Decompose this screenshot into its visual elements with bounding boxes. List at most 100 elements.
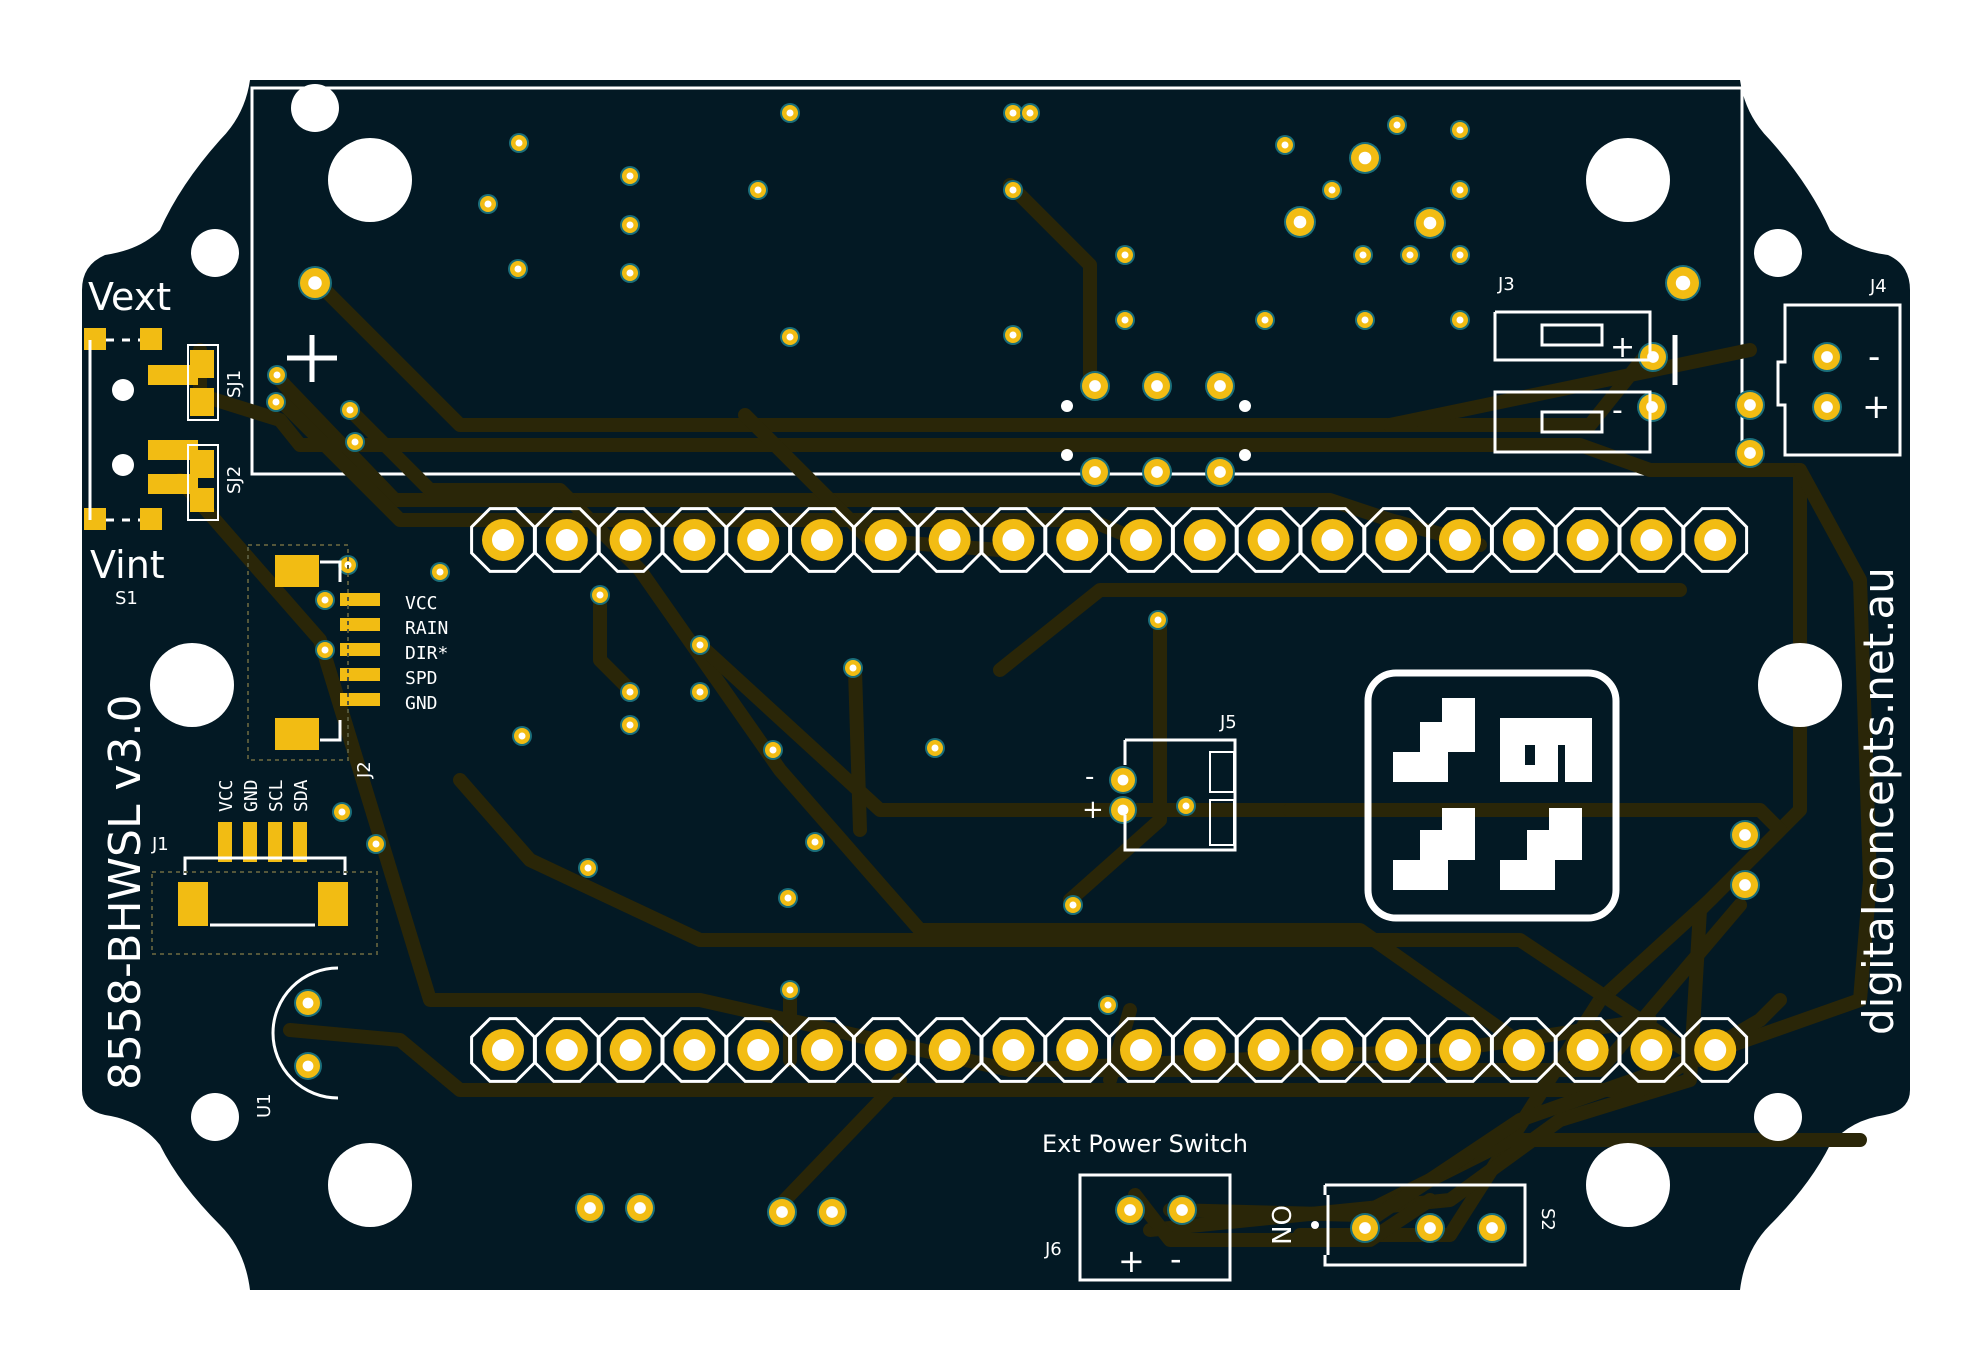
- header-outline: [852, 507, 919, 573]
- via-drill: [484, 200, 492, 208]
- header-outline: [852, 1017, 919, 1083]
- mounting-hole-small: [291, 84, 339, 132]
- via-drill: [584, 864, 592, 872]
- header-outline: [789, 507, 855, 573]
- u1-ref: U1: [254, 1093, 275, 1118]
- header-pin-drill: [683, 1039, 706, 1061]
- via-drill: [1359, 251, 1367, 259]
- via-drill: [346, 406, 354, 414]
- header-pin-drill: [1640, 529, 1663, 551]
- through-hole-pad-drill: [1486, 1222, 1498, 1234]
- j6-minus: -: [1170, 1240, 1182, 1278]
- j5-ref: J5: [1219, 712, 1237, 733]
- via-drill: [1009, 109, 1017, 117]
- via-drill: [1456, 251, 1464, 259]
- via-drill: [1069, 901, 1077, 909]
- header-outline: [1427, 507, 1493, 573]
- header-pin-drill: [1449, 529, 1471, 551]
- via-drill: [272, 398, 280, 406]
- via-drill: [1361, 316, 1369, 324]
- through-hole-pad-drill: [1646, 401, 1658, 413]
- via-drill: [931, 744, 939, 752]
- header-pin-drill: [683, 529, 706, 551]
- through-hole-pad-drill: [634, 1202, 646, 1214]
- via-drill: [626, 688, 634, 696]
- header-outline: [661, 507, 728, 573]
- via-drill: [626, 172, 634, 180]
- j4-minus: -: [1868, 337, 1880, 377]
- through-hole-pad-drill: [1117, 804, 1129, 816]
- j2-pin-vcc: VCC: [405, 593, 438, 614]
- via-drill: [1121, 251, 1129, 259]
- via-drill: [626, 221, 634, 229]
- header-outline: [470, 507, 536, 573]
- j2-ref: J2: [354, 761, 375, 779]
- header-pin-drill: [1385, 529, 1408, 551]
- through-hole-pad-drill: [1424, 1222, 1436, 1234]
- header-outline: [597, 1017, 664, 1083]
- through-hole-pad-drill: [1423, 216, 1437, 230]
- via-drill: [1121, 316, 1129, 324]
- header-pin-drill: [492, 1039, 514, 1061]
- via-drill: [786, 109, 794, 117]
- pin-header-bottom: [470, 1017, 1749, 1083]
- through-hole-pad-drill: [1117, 774, 1129, 786]
- header-pin-drill: [1193, 529, 1216, 551]
- j2-pin-labels: VCC RAIN DIR* SPD GND: [405, 593, 448, 714]
- via-drill: [1026, 109, 1034, 117]
- header-outline: [1171, 1017, 1238, 1083]
- j6-plus: +: [1118, 1242, 1145, 1280]
- through-hole-pad-drill: [1744, 399, 1756, 411]
- mounting-hole: [1586, 1143, 1670, 1227]
- header-outline: [725, 1017, 792, 1083]
- through-hole-pads: [294, 142, 1842, 1243]
- s2-ref: S2: [1537, 1208, 1558, 1231]
- via-drill: [1456, 186, 1464, 194]
- through-hole-pad-drill: [1675, 275, 1691, 291]
- header-outline: [1363, 507, 1430, 573]
- through-hole-pad-drill: [1214, 466, 1226, 478]
- via-drill: [1406, 251, 1414, 259]
- copper-traces: [173, 178, 1877, 1247]
- header-pin-drill: [1257, 1039, 1280, 1061]
- header-outline: [1554, 1017, 1621, 1083]
- header-pin-drill: [1704, 529, 1727, 551]
- mounting-hole: [1758, 643, 1842, 727]
- header-outline: [1171, 507, 1238, 573]
- mounting-hole-small: [191, 1093, 239, 1141]
- via-drill: [514, 265, 522, 273]
- through-hole-pad-drill: [776, 1206, 788, 1218]
- header-outline: [1299, 507, 1366, 573]
- header-pin-drill: [1002, 1039, 1025, 1061]
- mounting-hole: [150, 643, 234, 727]
- via-drill: [1456, 126, 1464, 134]
- via-drill: [596, 591, 604, 599]
- through-hole-pad-drill: [1151, 466, 1163, 478]
- mounting-hole-small: [112, 454, 134, 476]
- header-outline: [470, 1017, 536, 1083]
- j2-pin-rain: RAIN: [405, 618, 448, 639]
- via-drill: [273, 371, 281, 379]
- board-title: 8558-BHWSL v3.0: [100, 694, 151, 1090]
- j1-pin-labels: VCC GND SCL SDA: [216, 779, 312, 812]
- via-drill: [1456, 316, 1464, 324]
- through-hole-pad-drill: [1176, 1204, 1188, 1216]
- via-drill: [436, 568, 444, 576]
- via-drill: [1261, 316, 1269, 324]
- via-drill: [754, 186, 762, 194]
- header-outline: [1490, 507, 1557, 573]
- header-outline: [916, 1017, 983, 1083]
- header-outline: [1618, 1017, 1685, 1083]
- via-drill: [338, 808, 346, 816]
- via-drill: [518, 732, 526, 740]
- header-pin-drill: [1130, 529, 1152, 551]
- power-switch-on: ON: [1265, 1205, 1295, 1245]
- via-drill: [372, 840, 380, 848]
- via-drill: [786, 333, 794, 341]
- j1-pin-scl: SCL: [266, 779, 287, 812]
- j1-pin-vcc: VCC: [216, 779, 237, 812]
- header-outline: [1299, 1017, 1366, 1083]
- via-drill: [321, 646, 329, 654]
- silkscreen: [88, 303, 1902, 1282]
